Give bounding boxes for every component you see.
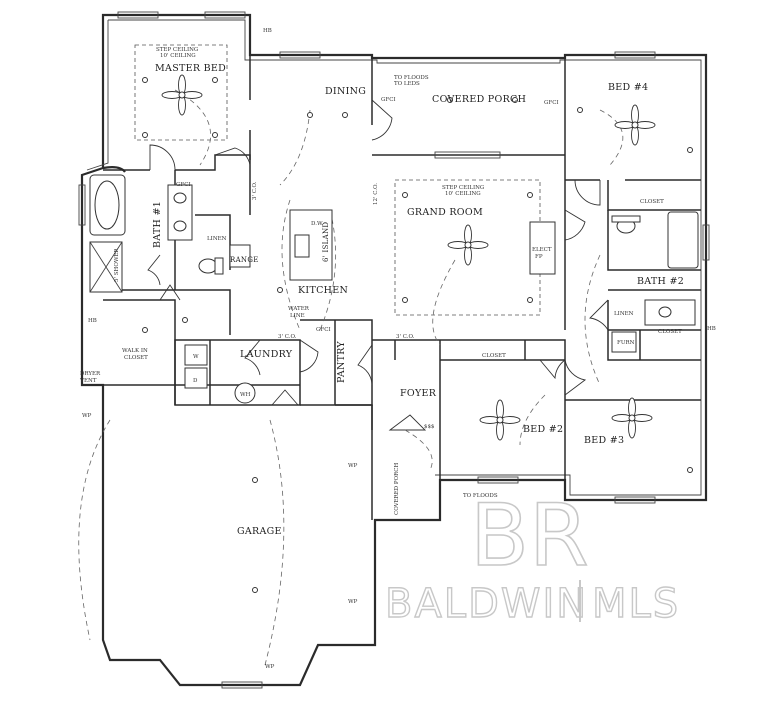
room-label-laundry: LAUNDRY: [240, 349, 293, 360]
water-heater-label: WH: [240, 392, 251, 398]
ceiling-fan-icon: [611, 397, 653, 439]
room-label-foyer: FOYER: [400, 388, 437, 399]
room-label-grand-room: GRAND ROOM: [407, 207, 483, 218]
room-label-master-bed: MASTER BED: [155, 63, 226, 74]
room-label-bed3: BED #3: [584, 435, 624, 446]
ceiling-fans: [161, 74, 656, 441]
bathtub-bath2: [667, 211, 699, 269]
cased-opening-label: 3' C.O.: [252, 181, 258, 200]
chime-label: $$$: [424, 424, 435, 430]
hose-bib-right-label: HB: [707, 326, 716, 332]
windows: [78, 11, 710, 689]
dryer: [184, 367, 208, 389]
water-heater: [234, 382, 256, 404]
to-floods-label: TO FLOODS: [394, 75, 429, 81]
room-label-kitchen: KITCHEN: [298, 285, 348, 296]
gfci-label: GFCI: [316, 327, 331, 333]
room-label-dining: DINING: [325, 86, 366, 97]
ceiling-height-master-label: 10' CEILING: [160, 53, 196, 59]
wp-gfci-label: WP: [348, 599, 358, 605]
electrical-runs: [78, 89, 624, 666]
washer-label: W: [193, 354, 199, 360]
gfci-label: GFCI: [176, 182, 191, 188]
step-ceiling-master-label: STEP CEILING: [156, 47, 198, 53]
exterior-walls: [80, 13, 708, 687]
fixtures: [89, 174, 699, 404]
water-line-label: WATER: [288, 306, 310, 312]
watermark-mls: MLS: [592, 581, 680, 627]
watermark-brand: BALDWIN: [385, 581, 588, 627]
closet-label: CLOSET: [640, 199, 664, 205]
ceiling-fan-icon: [161, 74, 203, 116]
range: [229, 244, 251, 268]
to-floods-front-label: TO FLOODS: [463, 493, 498, 499]
room-label-covered-porch-front: COVERED PORCH: [394, 463, 400, 515]
fireplace: [529, 221, 556, 275]
washer: [184, 344, 208, 366]
room-label-covered-porch: COVERED PORCH: [432, 94, 526, 105]
walk-in-closet-label: WALK IN: [122, 348, 148, 354]
light-markers: [142, 77, 693, 593]
island-label: 6' ISLAND: [322, 222, 330, 262]
annotations: STEP CEILING 10' CEILING STEP CEILING 10…: [79, 28, 716, 670]
ceiling-height-grand-label: 10' CEILING: [445, 191, 481, 197]
dryer-vent-label: DRYER: [80, 371, 101, 377]
linen-label: LINEN: [207, 236, 227, 242]
room-label-bath1: BATH #1: [152, 201, 163, 248]
walk-in-closet-label-2: CLOSET: [124, 355, 148, 361]
closet-label: CLOSET: [658, 329, 682, 335]
linen-label-2: LINEN: [614, 311, 634, 317]
dryer-vent-label-2: VENT: [79, 378, 97, 384]
room-label-garage: GARAGE: [237, 526, 282, 537]
ceiling-fan-icon: [447, 224, 489, 266]
hose-bib-top-label: HB: [263, 28, 272, 34]
water-line-label-2: LINE: [290, 313, 305, 319]
fireplace-label: ELECT: [532, 247, 552, 253]
room-label-pantry: PANTRY: [336, 341, 347, 383]
interior-walls: [103, 55, 701, 520]
watermark-logo: BR: [470, 486, 589, 586]
cased-opening-label: 3' C.O.: [396, 334, 415, 340]
hose-bib-left-label: HB: [88, 318, 97, 324]
dishwasher-label: D.W.: [311, 221, 324, 227]
to-leds-label: TO LEDS: [394, 81, 420, 87]
wp-gfci-label: WP: [82, 413, 92, 419]
ceiling-fan-icon: [614, 104, 656, 146]
room-label-bath2: BATH #2: [637, 276, 684, 287]
range-label: RANGE: [230, 256, 259, 264]
shower-label: 5' SHOWER: [114, 247, 120, 282]
baldwin-mls-watermark: BR BALDWIN MLS: [384, 485, 680, 628]
room-label-bed2: BED #2: [523, 424, 563, 435]
cased-opening-label: 12' C.O.: [373, 183, 379, 205]
step-ceiling-grand-label: STEP CEILING: [442, 185, 484, 191]
furnace-label: FURN: [617, 340, 635, 346]
closet-label: CLOSET: [482, 353, 506, 359]
dryer-label: D: [193, 378, 198, 384]
room-label-bed4: BED #4: [608, 82, 648, 93]
ceiling-fan-icon: [479, 399, 521, 441]
furnace: [611, 331, 637, 353]
gfci-label: GFCI: [544, 100, 559, 106]
fireplace-label-2: FP: [535, 254, 543, 260]
doors: [147, 99, 609, 431]
wp-gfci-label: WP: [265, 664, 275, 670]
toilet-bath1: [198, 258, 218, 274]
room-labels: MASTER BED DINING COVERED PORCH BED #4 G…: [152, 63, 684, 537]
wp-gfci-label: WP: [348, 463, 358, 469]
gfci-label: GFCI: [381, 97, 396, 103]
cased-opening-label: 3' C.O.: [278, 334, 297, 340]
